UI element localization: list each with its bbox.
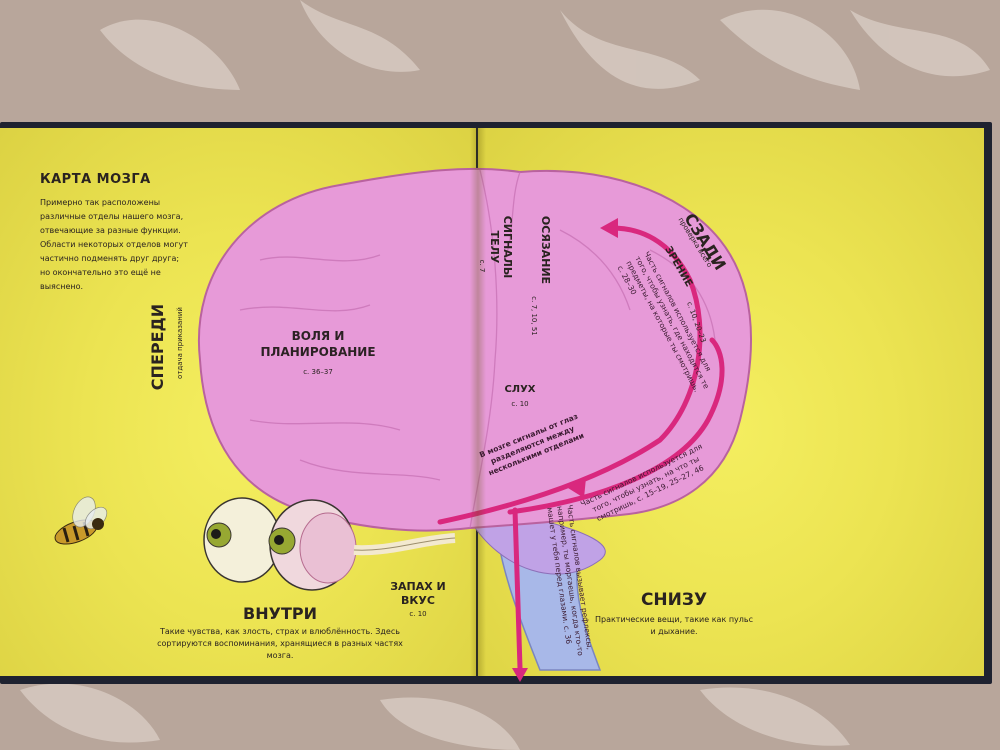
cerebellum (469, 519, 606, 575)
area-hearing-pages: с. 10 (511, 400, 529, 408)
area-signals: СИГНАЛЫ ТЕЛУ (488, 215, 514, 279)
bee-icon (54, 496, 108, 545)
area-signals-pages: с. 7 (478, 259, 486, 273)
direction-below-desc: Практические вещи, такие как пульс и дых… (594, 615, 754, 636)
arrow-head-mid (568, 478, 586, 498)
direction-inside-desc: Такие чувства, как злость, страх и влюбл… (157, 627, 403, 660)
direction-front-sub: отдача приказаний (176, 307, 184, 379)
area-smell-pages: с. 10 (409, 610, 427, 618)
signal-path-main (437, 225, 703, 525)
map-intro: Примерно так расположены различные отдел… (40, 198, 188, 291)
direction-front: СПЕРЕДИ (148, 303, 167, 391)
brain-shape (197, 167, 752, 532)
book-gutter (470, 128, 486, 676)
arrow-head-top (600, 218, 618, 238)
arrow-head-down (512, 668, 528, 682)
area-hearing: СЛУХ (504, 384, 536, 395)
area-touch: ОСЯЗАНИЕ (539, 215, 552, 285)
signal-path-down (512, 507, 523, 671)
area-touch-pages: с. 7, 10, 51 (530, 296, 538, 336)
area-will: ВОЛЯ И ПЛАНИРОВАНИЕ (260, 329, 376, 359)
area-smell: ЗАПАХ И ВКУС (390, 580, 446, 607)
signal-path-lower (507, 337, 725, 515)
area-will-pages: с. 36–37 (303, 368, 333, 376)
eyes (203, 497, 456, 591)
direction-below: СНИЗУ (640, 590, 708, 610)
map-title: КАРТА МОЗГА (40, 172, 151, 187)
direction-inside: ВНУТРИ (243, 604, 317, 623)
